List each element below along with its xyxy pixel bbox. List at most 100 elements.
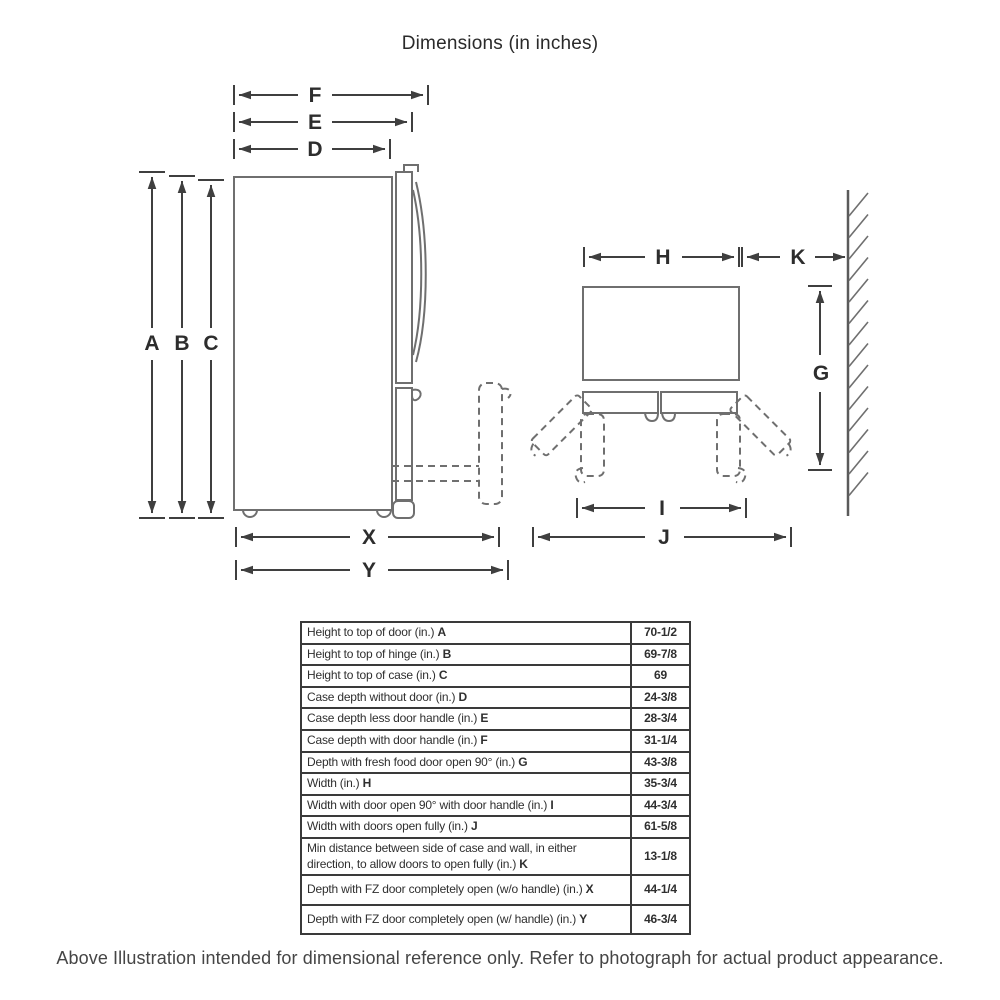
door-handle-outer: [415, 181, 427, 363]
dim-letter: J: [470, 819, 478, 834]
dim-label-i: I: [659, 497, 665, 520]
fresh-food-door-side: [395, 171, 413, 384]
door-foot: [392, 500, 415, 519]
dim-value: 46-3/4: [630, 903, 691, 936]
dim-y: Y: [235, 559, 509, 582]
table-row: Depth with FZ door completely open (w/ h…: [300, 903, 691, 936]
dimension-lines: F E D A: [139, 84, 846, 582]
dim-label-x: X: [362, 526, 376, 549]
dim-letter: A: [437, 625, 446, 639]
table-row: Case depth without door (in.) D 24-3/8: [300, 685, 691, 710]
dim-value: 13-1/8: [630, 836, 691, 877]
dim-d: D: [233, 138, 391, 161]
dim-desc: Case depth with door handle (in.): [307, 732, 478, 747]
dim-label-c: C: [203, 332, 218, 355]
dim-letter: F: [480, 732, 488, 747]
left-door-handle: [644, 412, 659, 423]
dim-c: C: [198, 179, 224, 519]
dim-e: E: [233, 111, 413, 134]
fridge-case-side: [233, 176, 393, 511]
right-door-closed: [660, 391, 738, 414]
dim-g: G: [808, 285, 832, 471]
right-door-open-90: [716, 413, 741, 477]
freezer-handle: [411, 388, 422, 402]
dim-desc: Width (in.): [307, 776, 360, 791]
dim-label-f: F: [309, 84, 322, 107]
table-row: Case depth with door handle (in.) F 31-1…: [300, 728, 691, 753]
dim-desc: Height to top of hinge (in.): [307, 646, 440, 661]
dim-value: 43-3/8: [630, 750, 691, 775]
rear-wheel: [376, 509, 392, 518]
dim-letter: C: [438, 668, 448, 683]
dim-desc: Depth with fresh food door open 90° (in.…: [307, 754, 516, 769]
dim-letter: I: [550, 797, 554, 812]
dim-label-g: G: [813, 362, 829, 385]
dim-a: A: [139, 171, 165, 519]
dimensions-table: Height to top of door (in.) A 70-1/2 Hei…: [300, 621, 691, 936]
dim-x: X: [235, 526, 500, 549]
dim-label-h: H: [655, 246, 670, 269]
dim-desc: Min distance between side of case and wa…: [307, 840, 577, 871]
dim-desc: Width with doors open fully (in.): [307, 819, 468, 834]
dim-k: K: [741, 246, 846, 269]
dim-value: 69-7/8: [630, 642, 691, 667]
dim-label-b: B: [174, 332, 189, 355]
side-view-fridge: [233, 164, 512, 519]
right-door-handle: [661, 412, 676, 423]
dim-f: F: [233, 84, 429, 107]
disclaimer-text: Above Illustration intended for dimensio…: [56, 948, 944, 968]
top-view-fridge: [530, 190, 869, 516]
dim-letter: B: [442, 646, 452, 661]
table-row: Height to top of case (in.) C 69: [300, 664, 691, 688]
page-title: Dimensions (in inches): [401, 33, 599, 54]
door-hinge-tab: [403, 164, 419, 172]
dim-desc: Height to top of door (in.): [307, 625, 435, 639]
dim-h: H: [583, 246, 740, 269]
dim-value: 44-1/4: [630, 874, 691, 906]
freezer-door-side: [395, 387, 413, 501]
dim-letter: Y: [579, 911, 588, 926]
dim-desc: Width with door open 90° with door handl…: [307, 797, 548, 812]
wall-hatching: [848, 192, 869, 497]
fridge-case-top: [582, 286, 740, 381]
dim-desc: Depth with FZ door completely open (w/o …: [307, 882, 583, 897]
dim-desc: Case depth less door handle (in.): [307, 711, 478, 726]
dim-letter: D: [458, 689, 467, 704]
table-row: Width with doors open fully (in.) J 61-5…: [300, 815, 691, 839]
freezer-door-open-dashed: [392, 382, 512, 505]
dim-value: 24-3/8: [630, 685, 691, 710]
table-row: Width with door open 90° with door handl…: [300, 793, 691, 818]
table-row: Case depth less door handle (in.) E 28-3…: [300, 707, 691, 731]
left-door-closed: [582, 391, 659, 414]
dim-b: B: [169, 175, 195, 519]
dim-letter: G: [518, 754, 528, 769]
table-row: Height to top of hinge (in.) B 69-7/8: [300, 642, 691, 667]
dim-value: 44-3/4: [630, 793, 691, 818]
table-row: Depth with FZ door completely open (w/o …: [300, 874, 691, 906]
dim-desc: Depth with FZ door completely open (w/ h…: [307, 911, 577, 926]
dim-value: 69: [630, 664, 691, 688]
dim-label-k: K: [790, 246, 805, 269]
dim-label-a: A: [144, 332, 159, 355]
dim-label-d: D: [307, 138, 322, 161]
dim-value: 28-3/4: [630, 707, 691, 731]
dimension-diagram: F E D A: [139, 84, 869, 582]
door-handle-inner: [412, 189, 423, 356]
dim-letter: X: [585, 882, 594, 897]
dim-label-j: J: [658, 526, 670, 549]
dim-value: 35-3/4: [630, 772, 691, 796]
front-wheel: [242, 509, 258, 518]
dim-desc: Height to top of case (in.): [307, 668, 436, 683]
dim-label-e: E: [308, 111, 322, 134]
doors-open-dashed: [530, 394, 792, 484]
dim-letter: K: [519, 856, 528, 871]
left-door-open-90: [580, 413, 605, 477]
table-row: Depth with fresh food door open 90° (in.…: [300, 750, 691, 775]
table-row: Height to top of door (in.) A 70-1/2: [300, 621, 691, 645]
dim-value: 61-5/8: [630, 815, 691, 839]
dim-letter: E: [480, 711, 489, 726]
dim-desc: Case depth without door (in.): [307, 689, 456, 704]
table-row: Min distance between side of case and wa…: [300, 836, 691, 877]
left-door-open-fully: [530, 394, 593, 457]
